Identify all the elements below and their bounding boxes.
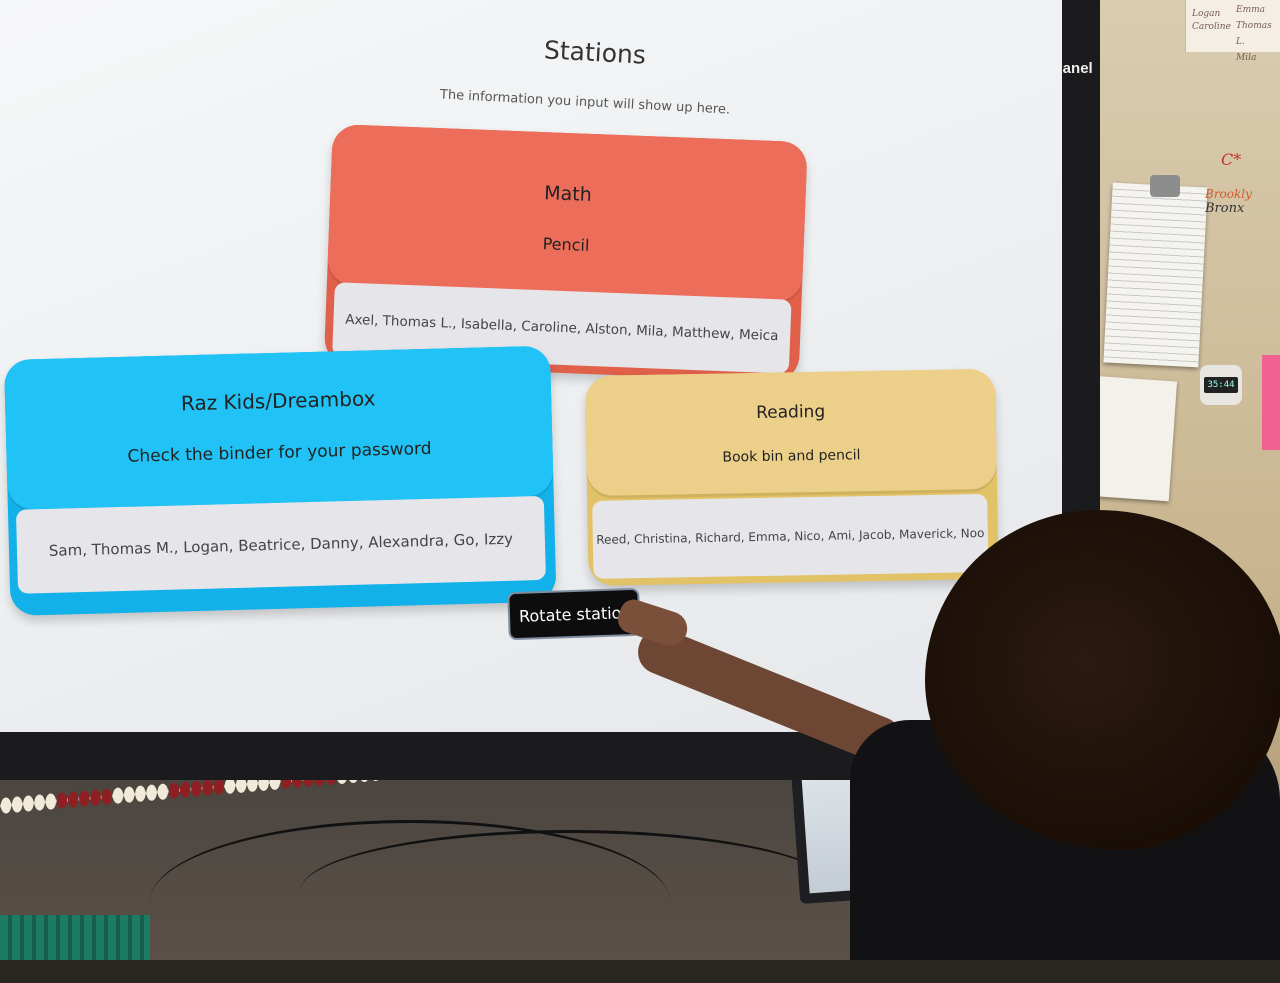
abacus-bead [224, 777, 236, 794]
abacus-bead [180, 781, 191, 798]
note-name: Thomas L. [1236, 21, 1272, 47]
abacus-bead [202, 779, 213, 796]
pink-paper [1262, 355, 1280, 450]
note-name: Logan [1192, 9, 1221, 19]
station-header [585, 368, 998, 496]
abacus-bead [213, 778, 224, 795]
abacus-bead [236, 776, 247, 793]
station-card-math: Math Pencil Axel, Thomas L., Isabella, C… [323, 124, 808, 383]
screen: Stations The information you input will … [0, 0, 1062, 732]
abacus-bead [23, 795, 34, 812]
note-name: Caroline [1192, 22, 1231, 32]
abacus-bead [146, 784, 157, 801]
basket [0, 915, 150, 960]
abacus-bead [45, 793, 56, 810]
page-subtitle: The information you input will show up h… [439, 87, 731, 118]
station-students: Sam, Thomas M., Logan, Beatrice, Danny, … [15, 495, 546, 594]
abacus-bead [168, 782, 180, 799]
station-header [326, 124, 808, 303]
abacus-bead [101, 788, 113, 805]
student-hair [925, 510, 1280, 850]
handwriting-line: Brookly [1205, 187, 1252, 201]
abacus-bead [191, 780, 202, 797]
timer-icon: 35:44 [1200, 365, 1242, 405]
station-students: Reed, Christina, Richard, Emma, Nico, Am… [592, 494, 989, 579]
abacus-bead [112, 787, 124, 804]
binder-clip-icon [1150, 175, 1180, 197]
station-card-reading: Reading Book bin and pencil Reed, Christ… [585, 368, 999, 586]
abacus-bead [0, 797, 12, 814]
cable [300, 830, 840, 953]
page-title: Stations [543, 35, 647, 70]
sticky-note-roster: Logan Caroline Emma Thomas L. Mila [1185, 0, 1280, 63]
abacus-bead [68, 791, 79, 808]
clipboard-sheet [1103, 182, 1208, 368]
cable [150, 820, 670, 983]
note-name: Mila [1236, 53, 1257, 63]
abacus-bead [79, 790, 90, 807]
abacus-bead [56, 792, 68, 809]
abacus-bead [157, 783, 168, 800]
abacus-bead [12, 796, 23, 813]
handwriting-line: C* [1221, 150, 1242, 169]
station-card-raz-kids: Raz Kids/Dreambox Check the binder for y… [4, 345, 557, 616]
abacus-bead [34, 794, 45, 811]
wall-handwriting: C* Brookly Bronx [1205, 150, 1275, 250]
station-header [4, 345, 554, 510]
timer-display: 35:44 [1204, 377, 1238, 393]
abacus-bead [90, 789, 101, 806]
abacus-bead [135, 785, 146, 802]
handwriting-line: Bronx [1205, 201, 1245, 216]
note-name: Emma [1236, 5, 1266, 15]
abacus-bead [124, 786, 135, 803]
